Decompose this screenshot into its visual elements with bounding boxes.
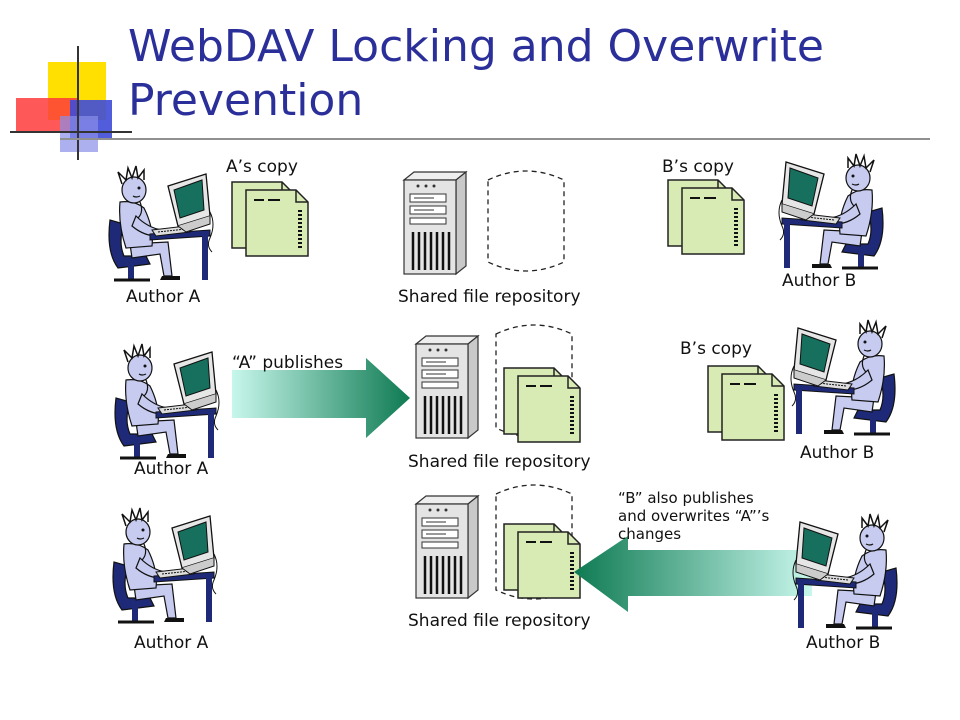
repository-label-row1: Shared file repository [398,287,581,307]
author-a-figure-row2 [113,342,221,460]
author-b-label-row1: Author B [782,271,857,291]
slide-title-line2: Prevention [128,75,364,126]
author-b-label-row3: Author B [806,633,881,653]
published-document-icon-row2 [502,366,582,444]
b-overwrites-note-line3: changes [618,525,682,543]
author-a-figure-row3 [111,506,219,624]
corner-decoration [10,46,132,160]
b-overwrites-note-line2: and overwrites “A”’s [618,507,770,525]
b-copy-document-icon-row2 [706,364,786,442]
author-a-figure-row1 [107,164,215,282]
author-b-figure-row2 [789,318,897,436]
author-a-label-row3: Author A [134,633,209,653]
author-b-figure-row3 [791,512,899,630]
b-copy-label-row2: B’s copy [680,339,752,359]
repository-cylinder-row1 [487,170,565,272]
b-overwrites-note: “B” also publishes and overwrites “A”’s … [618,489,808,543]
publish-arrow-right [232,358,410,438]
server-icon-row1 [402,170,468,276]
a-publishes-label: “A” publishes [232,353,344,373]
server-icon-row2 [414,334,480,440]
author-a-label-row1: Author A [126,287,201,307]
b-copy-document-icon-row1 [666,178,746,256]
slide-title: WebDAV Locking and Overwrite Prevention [128,20,928,128]
server-icon-row3 [414,494,480,600]
title-divider [60,138,930,140]
a-copy-document-icon [230,180,310,258]
slide-title-line1: WebDAV Locking and Overwrite [128,21,824,72]
b-copy-label-row1: B’s copy [662,157,734,177]
author-b-figure-row1 [777,152,885,270]
repository-label-row3: Shared file repository [408,611,591,631]
overwritten-document-icon-row3 [502,522,582,600]
author-a-label-row2: Author A [134,459,209,479]
repository-label-row2: Shared file repository [408,452,591,472]
author-b-label-row2: Author B [800,443,875,463]
b-overwrites-note-line1: “B” also publishes [618,489,754,507]
publish-arrow-left [574,536,812,612]
a-copy-label: A’s copy [226,157,298,177]
